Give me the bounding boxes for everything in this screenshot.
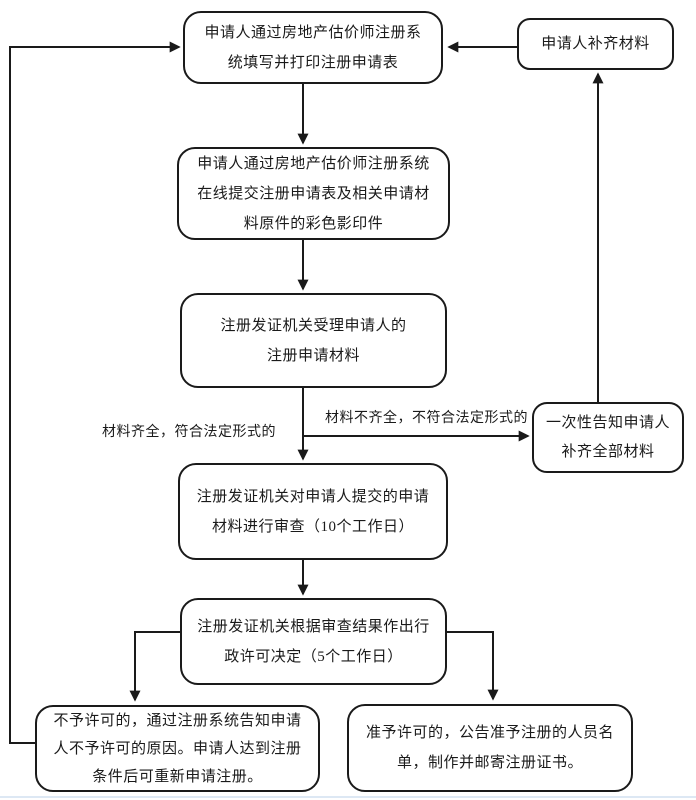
label-materials-incomplete: 材料不齐全，不符合法定形式的 (325, 411, 528, 426)
node-text-line: 不予许可的，通过注册系统告知申请 (53, 712, 302, 729)
node-text-line: 申请人通过房地产估价师注册系 (204, 24, 422, 41)
edge-decision-to-rejected (129, 631, 181, 702)
node-text-line: 政许可决定（5个工作日） (224, 648, 403, 665)
node-text-line: 人不予许可的原因。申请人达到注册 (53, 740, 302, 757)
node-text-line: 申请人补齐材料 (541, 36, 650, 52)
node-text-line: 单，制作并邮寄注册证书。 (396, 755, 583, 771)
node-supplement-materials: 申请人补齐材料 (517, 18, 674, 70)
edge-decision-to-approved (446, 631, 499, 701)
bottom-divider (0, 795, 696, 798)
node-text-line: 补齐全部材料 (561, 443, 655, 460)
node-text-line: 注册申请材料 (266, 347, 360, 364)
node-text-line: 注册发证机关受理申请人的 (220, 317, 407, 334)
node-text-line: 申请人通过房地产估价师注册系统 (197, 155, 430, 172)
label-materials-complete: 材料齐全，符合法定形式的 (102, 425, 276, 440)
node-notify-supplement: 一次性告知申请人 补齐全部材料 (532, 402, 684, 473)
node-fill-print-form: 申请人通过房地产估价师注册系 统填写并打印注册申请表 (183, 11, 443, 84)
node-license-decision: 注册发证机关根据审查结果作出行 政许可决定（5个工作日） (180, 598, 447, 685)
node-accept-materials: 注册发证机关受理申请人的 注册申请材料 (180, 293, 447, 388)
node-text-line: 注册发证机关根据审查结果作出行 (197, 618, 430, 635)
node-text-line: 一次性告知申请人 (545, 414, 670, 431)
node-text-line: 在线提交注册申请表及相关申请材 (197, 185, 430, 202)
node-text-line: 统填写并打印注册申请表 (227, 54, 399, 71)
node-text-line: 注册发证机关对申请人提交的申请 (196, 488, 430, 505)
node-text-line: 料原件的彩色影印件 (243, 215, 384, 232)
node-approved: 准予许可的，公告准予注册的人员名 单，制作并邮寄注册证书。 (347, 704, 633, 792)
node-submit-online: 申请人通过房地产估价师注册系统 在线提交注册申请表及相关申请材 料原件的彩色影印… (177, 147, 450, 240)
node-review-materials: 注册发证机关对申请人提交的申请 材料进行审查（10个工作日） (178, 463, 448, 560)
node-text-line: 准予许可的，公告准予注册的人员名 (365, 725, 614, 741)
node-not-approved: 不予许可的，通过注册系统告知申请 人不予许可的原因。申请人达到注册 条件后可重新… (35, 705, 320, 792)
edge-reapply-loop (9, 41, 181, 744)
node-text-line: 条件后可重新申请注册。 (92, 768, 263, 785)
node-text-line: 材料进行审查（10个工作日） (211, 518, 414, 535)
